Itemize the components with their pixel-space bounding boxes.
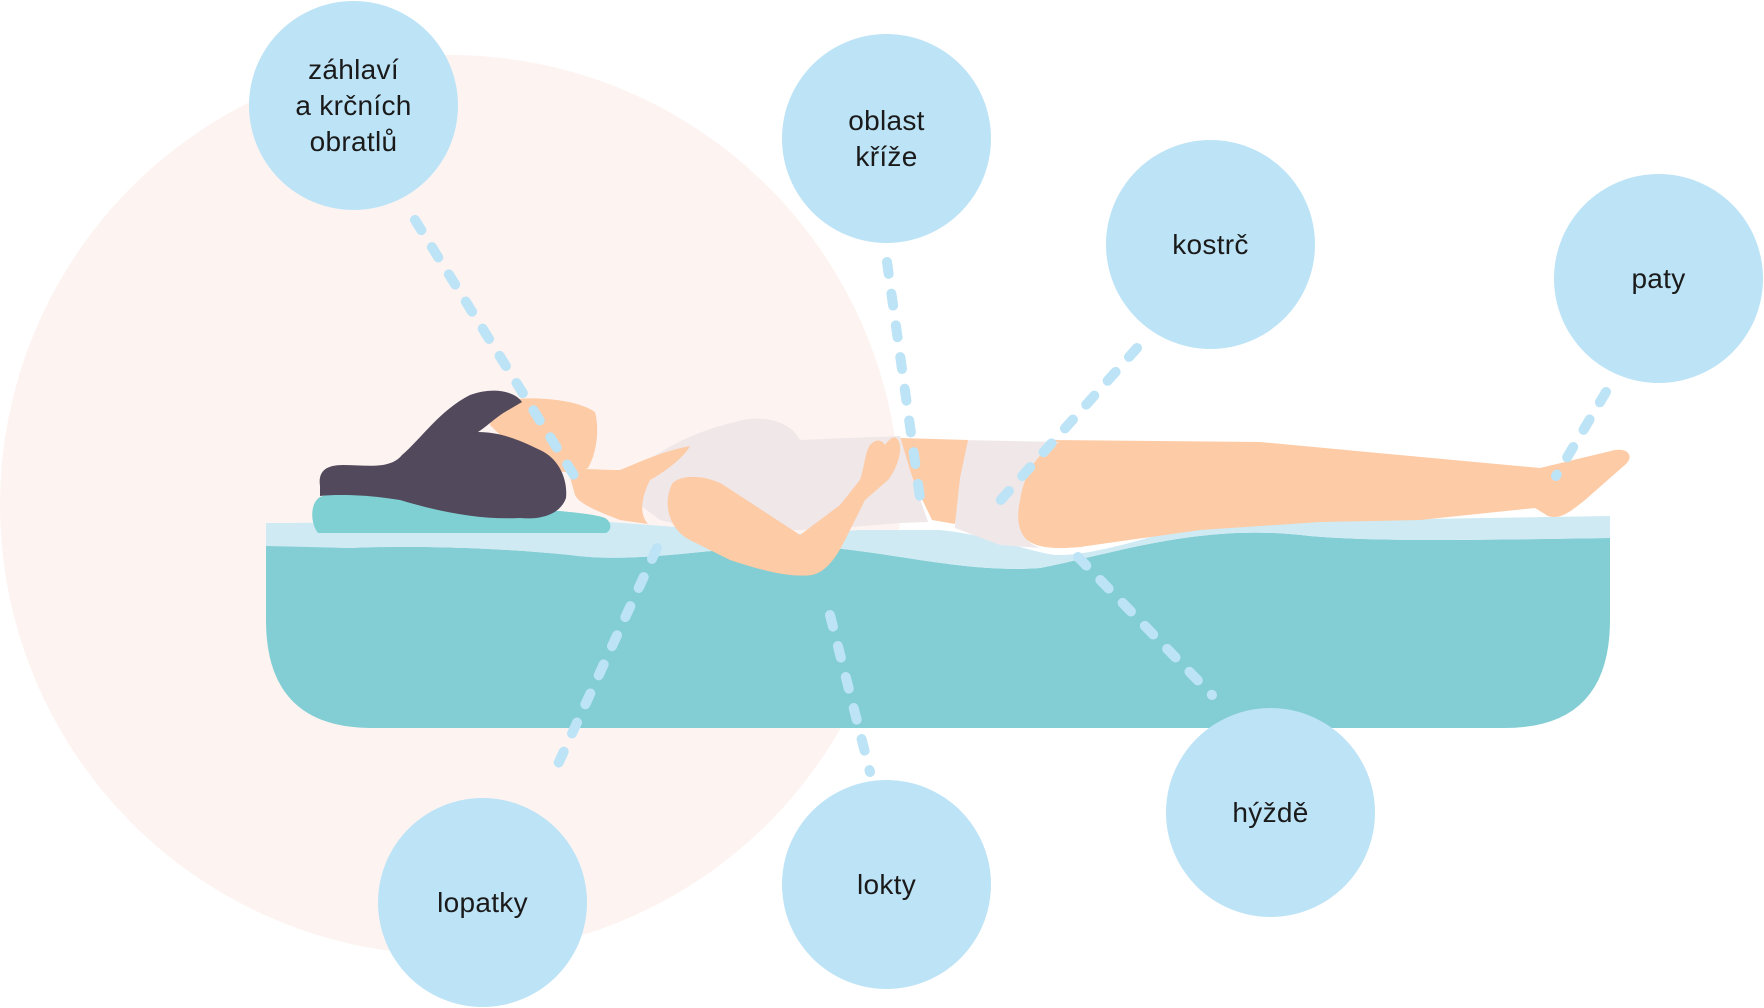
hair xyxy=(319,390,567,519)
label-line: a krčních xyxy=(295,89,412,121)
label-text-elbows: lokty xyxy=(857,867,916,903)
label-text-coccyx: kostrč xyxy=(1172,227,1248,263)
connector-coccyx xyxy=(985,343,1142,517)
connector-head-neck xyxy=(410,215,585,490)
label-text-sacrum: oblast kříže xyxy=(848,103,925,175)
label-bubble-shoulder-blades: lopatky xyxy=(378,798,587,1007)
label-line: záhlaví xyxy=(308,53,399,85)
label-bubble-head-neck: záhlaví a krčních obratlů xyxy=(249,1,458,210)
legs xyxy=(1017,440,1630,549)
label-line: lokty xyxy=(856,868,917,900)
connector-shoulder-blades xyxy=(548,543,662,780)
label-bubble-buttocks: hýždě xyxy=(1166,708,1375,917)
label-line: lopatky xyxy=(437,886,528,918)
label-bubble-heels: paty xyxy=(1554,174,1763,383)
label-line: oblast xyxy=(848,104,925,136)
label-line: paty xyxy=(1631,262,1686,294)
label-text-buttocks: hýždě xyxy=(1232,795,1308,831)
label-line: kříže xyxy=(855,140,918,172)
neck xyxy=(568,446,690,524)
face xyxy=(490,398,598,473)
label-text-heels: paty xyxy=(1631,261,1685,297)
connector-elbows xyxy=(825,610,875,777)
connector-buttocks xyxy=(1073,552,1217,700)
label-line: obratlů xyxy=(309,125,398,157)
mattress xyxy=(266,532,1610,728)
label-bubble-elbows: lokty xyxy=(782,780,991,989)
arm xyxy=(667,437,901,576)
label-line: kostrč xyxy=(1172,228,1249,260)
label-bubble-coccyx: kostrč xyxy=(1106,140,1315,349)
label-bubble-sacrum: oblast kříže xyxy=(782,34,991,243)
connector-heels xyxy=(1551,387,1611,481)
label-text-shoulder-blades: lopatky xyxy=(437,885,528,921)
label-text-head-neck: záhlaví a krčních obratlů xyxy=(295,52,411,160)
label-line: hýždě xyxy=(1232,796,1309,828)
connector-sacrum xyxy=(882,257,927,517)
